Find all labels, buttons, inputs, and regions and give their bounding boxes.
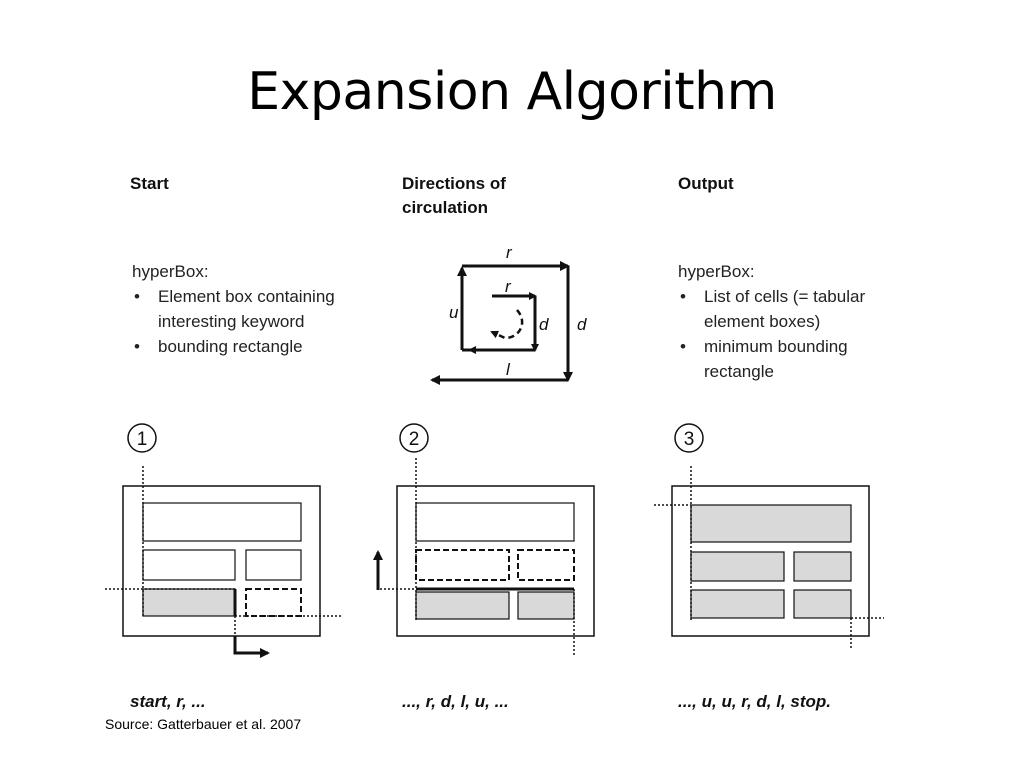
label-r-inner: r [505, 277, 512, 296]
sequence-1: start, r, ... [130, 692, 206, 711]
step-3-panel [654, 466, 884, 648]
start-bullet-2: bounding rectangle [134, 334, 392, 359]
label-u: u [449, 303, 459, 322]
step-circles: 1 2 3 [127, 423, 704, 453]
circulation-diagram [430, 261, 573, 385]
step-1-panel [105, 466, 342, 658]
step-2-number: 2 [409, 429, 420, 450]
output-bullet-1: List of cells (= tabular element boxes) [680, 284, 918, 334]
slide-title: Expansion Algorithm [247, 62, 777, 122]
output-heading: Output [678, 174, 734, 193]
output-hyperbox: hyperBox: List of cells (= tabular eleme… [678, 259, 918, 384]
directions-heading: Directions of circulation [402, 174, 506, 217]
start-bullet-1: Element box containing interesting keywo… [134, 284, 392, 334]
sequence-3: ..., u, u, r, d, l, stop. [678, 692, 832, 711]
output-bullet-2: minimum bounding rectangle [680, 334, 918, 384]
label-d-inner: d [539, 315, 549, 334]
step-2-panel [373, 458, 595, 655]
start-hyperbox-label: hyperBox: [132, 262, 209, 281]
inner-dashed-curl [490, 309, 524, 340]
sequence-2: ..., r, d, l, u, ... [402, 692, 509, 711]
source-citation: Source: Gatterbauer et al. 2007 [105, 716, 302, 732]
label-d-outer: d [577, 315, 587, 334]
label-l: l [506, 360, 511, 379]
step-3-number: 3 [684, 429, 695, 450]
step-1-number: 1 [137, 429, 148, 450]
start-heading: Start [130, 174, 169, 193]
label-r-outer: r [506, 243, 513, 262]
start-hyperbox: hyperBox: Element box containing interes… [132, 259, 392, 359]
output-hyperbox-label: hyperBox: [678, 262, 755, 281]
